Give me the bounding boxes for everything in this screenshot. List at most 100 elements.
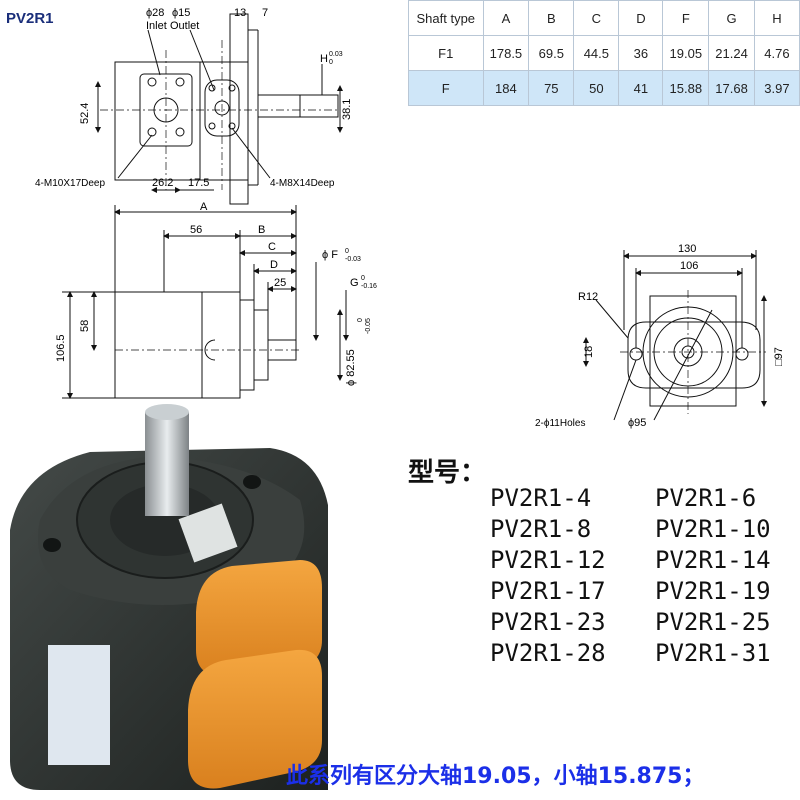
table-header-cell: D [618,0,664,36]
model-item: PV2R1-17 [490,577,606,605]
nameplate [48,645,110,765]
dim-H: H [320,53,328,65]
model-item: PV2R1-14 [655,546,771,574]
dim-56: 56 [190,224,202,236]
dim-25: 25 [274,277,286,289]
table-cell: 36 [618,35,664,71]
table-cell: 15.88 [662,70,710,106]
dim-13: 13 [234,7,246,19]
table-cell: 75 [528,70,575,106]
table-cell: 184 [482,70,530,106]
h-tolerance-lower: 0 [329,59,333,66]
dim-7: 7 [262,7,268,19]
dim-18: 18 [583,346,595,358]
dim-C: C [268,241,276,253]
dim-106-5: 106.5 [55,334,67,362]
model-item: PV2R1-8 [490,515,592,543]
g-tolerance-lower: -0.16 [361,283,377,290]
model-item: PV2R1-25 [655,608,771,636]
table-header-cell: G [708,0,755,36]
pump-shaft [145,412,189,516]
models-title: 型号： [408,458,487,488]
dim-97: □97 [773,347,785,366]
dim-106: 106 [680,260,698,272]
table-cell: F [408,70,484,106]
shaft-end [145,404,189,420]
f-tolerance-upper: 0 [345,248,349,255]
flange-hole-right [243,475,261,489]
model-item: PV2R1-23 [490,608,606,636]
thread-outlet-label: 4-M8X14Deep [270,178,335,189]
model-item: PV2R1-4 [490,484,592,512]
model-item: PV2R1-6 [655,484,757,512]
model-item: PV2R1-10 [655,515,771,543]
front-view-drawing [583,250,767,421]
mounting-hole-left [629,347,643,361]
dim-26-2: 26.2 [152,177,173,189]
d82-tolerance-upper: 0 [357,318,364,322]
table-cell: 17.68 [708,70,755,106]
table-cell: 4.76 [753,35,800,71]
table-header-cell: H [753,0,800,36]
port-cover-bottom [188,649,322,789]
model-item: PV2R1-19 [655,577,771,605]
model-item: PV2R1-31 [655,639,771,667]
pilot-boss [253,309,269,381]
table-row: F1 178.5 69.5 44.5 36 19.05 21.24 4.76 [408,35,800,71]
model-item: PV2R1-28 [490,639,606,667]
dim-52-4: 52.4 [79,103,91,124]
thread-inlet-label: 4-M10X17Deep [35,178,105,189]
dim-17-5: 17.5 [188,177,209,189]
dim-130: 130 [678,243,696,255]
table-row: F 184 75 50 41 15.88 17.68 3.97 [408,70,800,106]
outlet-diameter-label: ϕ15 [172,7,190,19]
top-view-drawing [95,13,343,205]
inlet-diameter-label: ϕ28 [146,7,164,19]
table-cell: 44.5 [573,35,620,71]
inlet-block [114,61,201,181]
table-header-cell: A [482,0,530,36]
inlet-label: Inlet [146,20,167,32]
table-cell: 69.5 [528,35,575,71]
table-header-cell: F [662,0,710,36]
mounting-hole-right [735,347,749,361]
outlet-label: Outlet [170,20,199,32]
table-cell: 3.97 [753,70,800,106]
body-outline [649,295,737,407]
qr-label [178,503,238,563]
model-list: PV2R1-4 PV2R1-6 PV2R1-8 PV2R1-10 PV2R1-1… [490,484,800,668]
dimension-table: Shaft type A B C D F G H F1 178.5 69.5 4… [408,0,800,106]
drawing-title: PV2R1 [6,10,54,27]
model-item: PV2R1-12 [490,546,606,574]
pump-body-front [201,291,241,399]
g-tolerance-upper: 0 [361,275,365,282]
shaft [257,94,339,118]
pump-product-photo [10,404,328,790]
dim-R12: R12 [578,291,598,303]
pump-body-rear [114,291,203,399]
dim-F: ϕ F [322,249,338,261]
flange-hole-left [43,538,61,552]
table-header-row: Shaft type A B C D F G H [408,0,800,36]
dim-G: G [350,277,359,289]
table-cell: 50 [573,70,620,106]
dim-38-1: 38.1 [341,99,353,120]
dim-A: A [200,201,208,213]
shaft-note: 此系列有区分大轴19.05，小轴15.875； [286,764,705,789]
port-cover-top [196,560,322,677]
table-header-cell: Shaft type [408,0,484,36]
dim-95: ϕ95 [628,417,646,429]
table-cell: 41 [618,70,664,106]
flange-side [239,299,255,391]
f-tolerance-lower: -0.03 [345,256,361,263]
h-tolerance-upper: 0.03 [329,51,343,58]
dim-B: B [258,224,265,236]
holes-label: 2-ϕ11Holes [535,418,585,429]
side-view-drawing [62,205,349,399]
d82-tolerance: -0.05 [365,318,372,334]
flange-outline [627,321,761,389]
dim-D: D [270,259,278,271]
dim-82-55: ϕ 82.55 [345,349,357,386]
table-header-cell: C [573,0,620,36]
